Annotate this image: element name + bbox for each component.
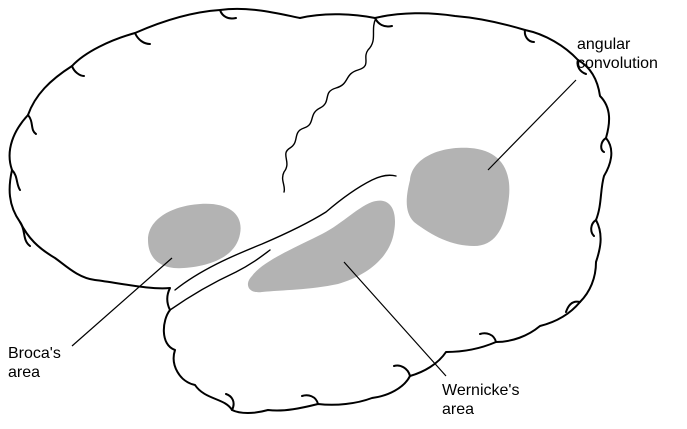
brocas-area-region <box>148 203 241 269</box>
wernickes-area-region <box>247 200 396 293</box>
angular-leader-line <box>487 79 577 171</box>
angular-convolution-region <box>406 147 510 246</box>
brain-outline <box>8 7 613 414</box>
broca-label-line1: Broca's <box>8 345 61 362</box>
broca-label-line2: area <box>8 364 41 381</box>
angular-label-line2: convolution <box>577 55 658 72</box>
broca-leader-line <box>71 257 173 347</box>
brain-outline-bumps <box>11 9 607 411</box>
central-sulcus <box>281 17 377 193</box>
angular-convolution-label: angular convolution <box>577 35 658 73</box>
angular-label-line1: angular <box>577 36 631 53</box>
wernicke-label-line2: area <box>442 401 475 418</box>
wernicke-leader-line <box>343 261 447 377</box>
temporal-lobe-edge <box>169 249 271 311</box>
lateral-fissure <box>174 174 397 291</box>
wernickes-area-label: Wernicke's area <box>442 381 519 419</box>
wernicke-label-line1: Wernicke's <box>442 382 520 399</box>
brocas-area-label: Broca's area <box>8 344 61 382</box>
